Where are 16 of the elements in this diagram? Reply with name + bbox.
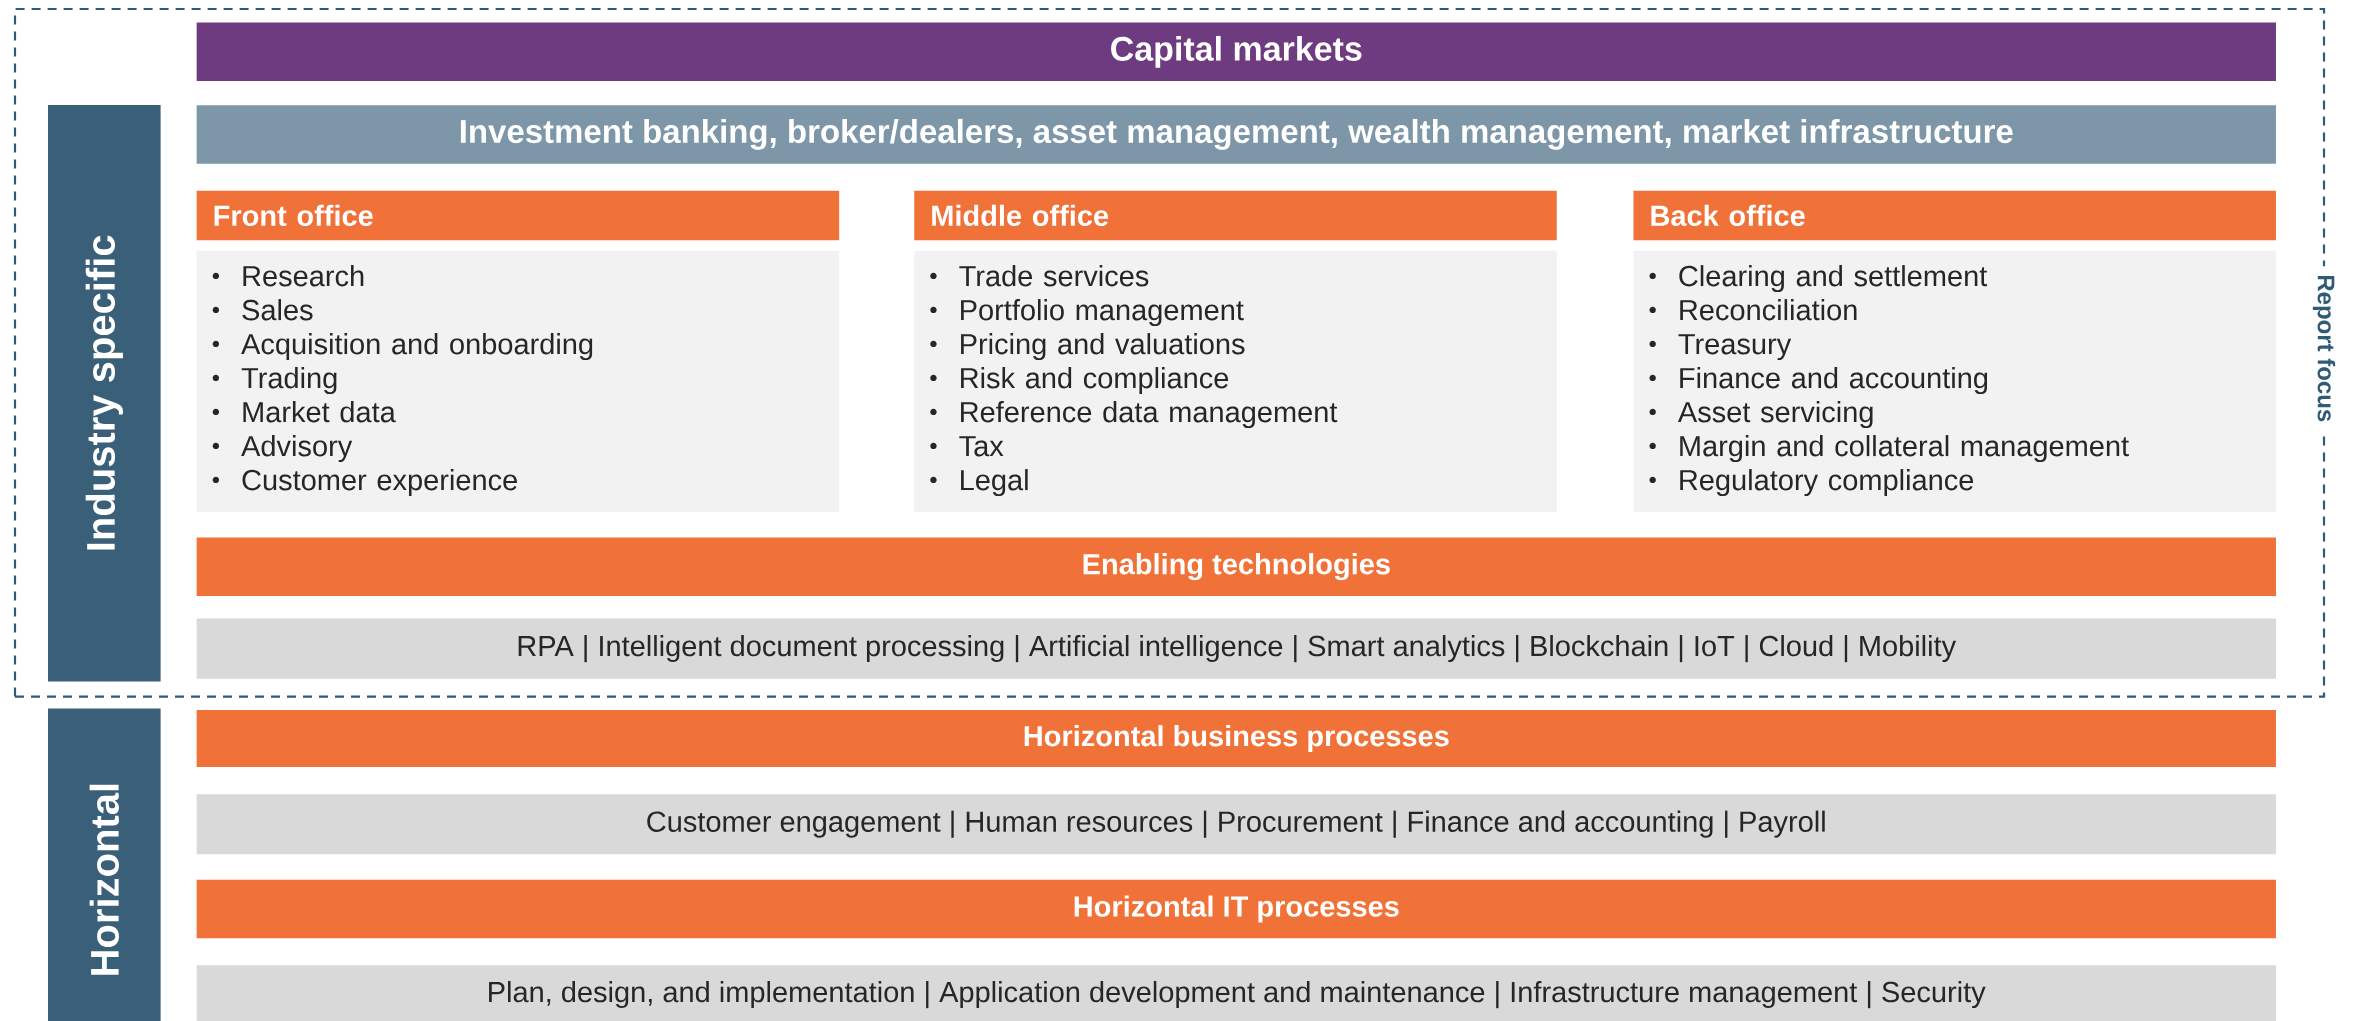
section-header: Horizontal business processes [196,710,2276,768]
section-header: Horizontal IT processes [196,879,2276,939]
segment-bar: Investment banking, broker/dealers, asset management, wealth management, market infrastructure [196,105,2276,164]
bullet-list-panel: Trade services Portfolio management Pricing and valuations Risk and compliance Reference data management Tax Legal [914,250,1557,512]
section-header: Enabling technologies [196,537,2276,596]
title-bar: Capital markets [196,22,2276,82]
side-band: Horizontal [48,708,161,1021]
column-header: Back office [1633,190,2276,241]
side-band: Industry specific [48,105,161,682]
technology-strip: Plan, design, and implementation | Application development and maintenance | Infrastructure management | Security [196,965,2276,1021]
bullet-list-panel: Clearing and settlement Reconciliation Treasury Finance and accounting Asset servicing Margin and collateral management Regulatory compliance [1633,250,2276,512]
column-header: Middle office [914,190,1557,241]
technology-strip: RPA | Intelligent document processing | Artificial intelligence | Smart analytics | Blockchain | IoT | Cloud | Mobility [196,618,2276,679]
technology-strip: Customer engagement | Human resources | Procurement | Finance and accounting | Payroll [196,794,2276,855]
column-header: Front office [196,190,840,241]
bullet-list-panel: Research Sales Acquisition and onboarding Trading Market data Advisory Customer experience [196,250,840,512]
